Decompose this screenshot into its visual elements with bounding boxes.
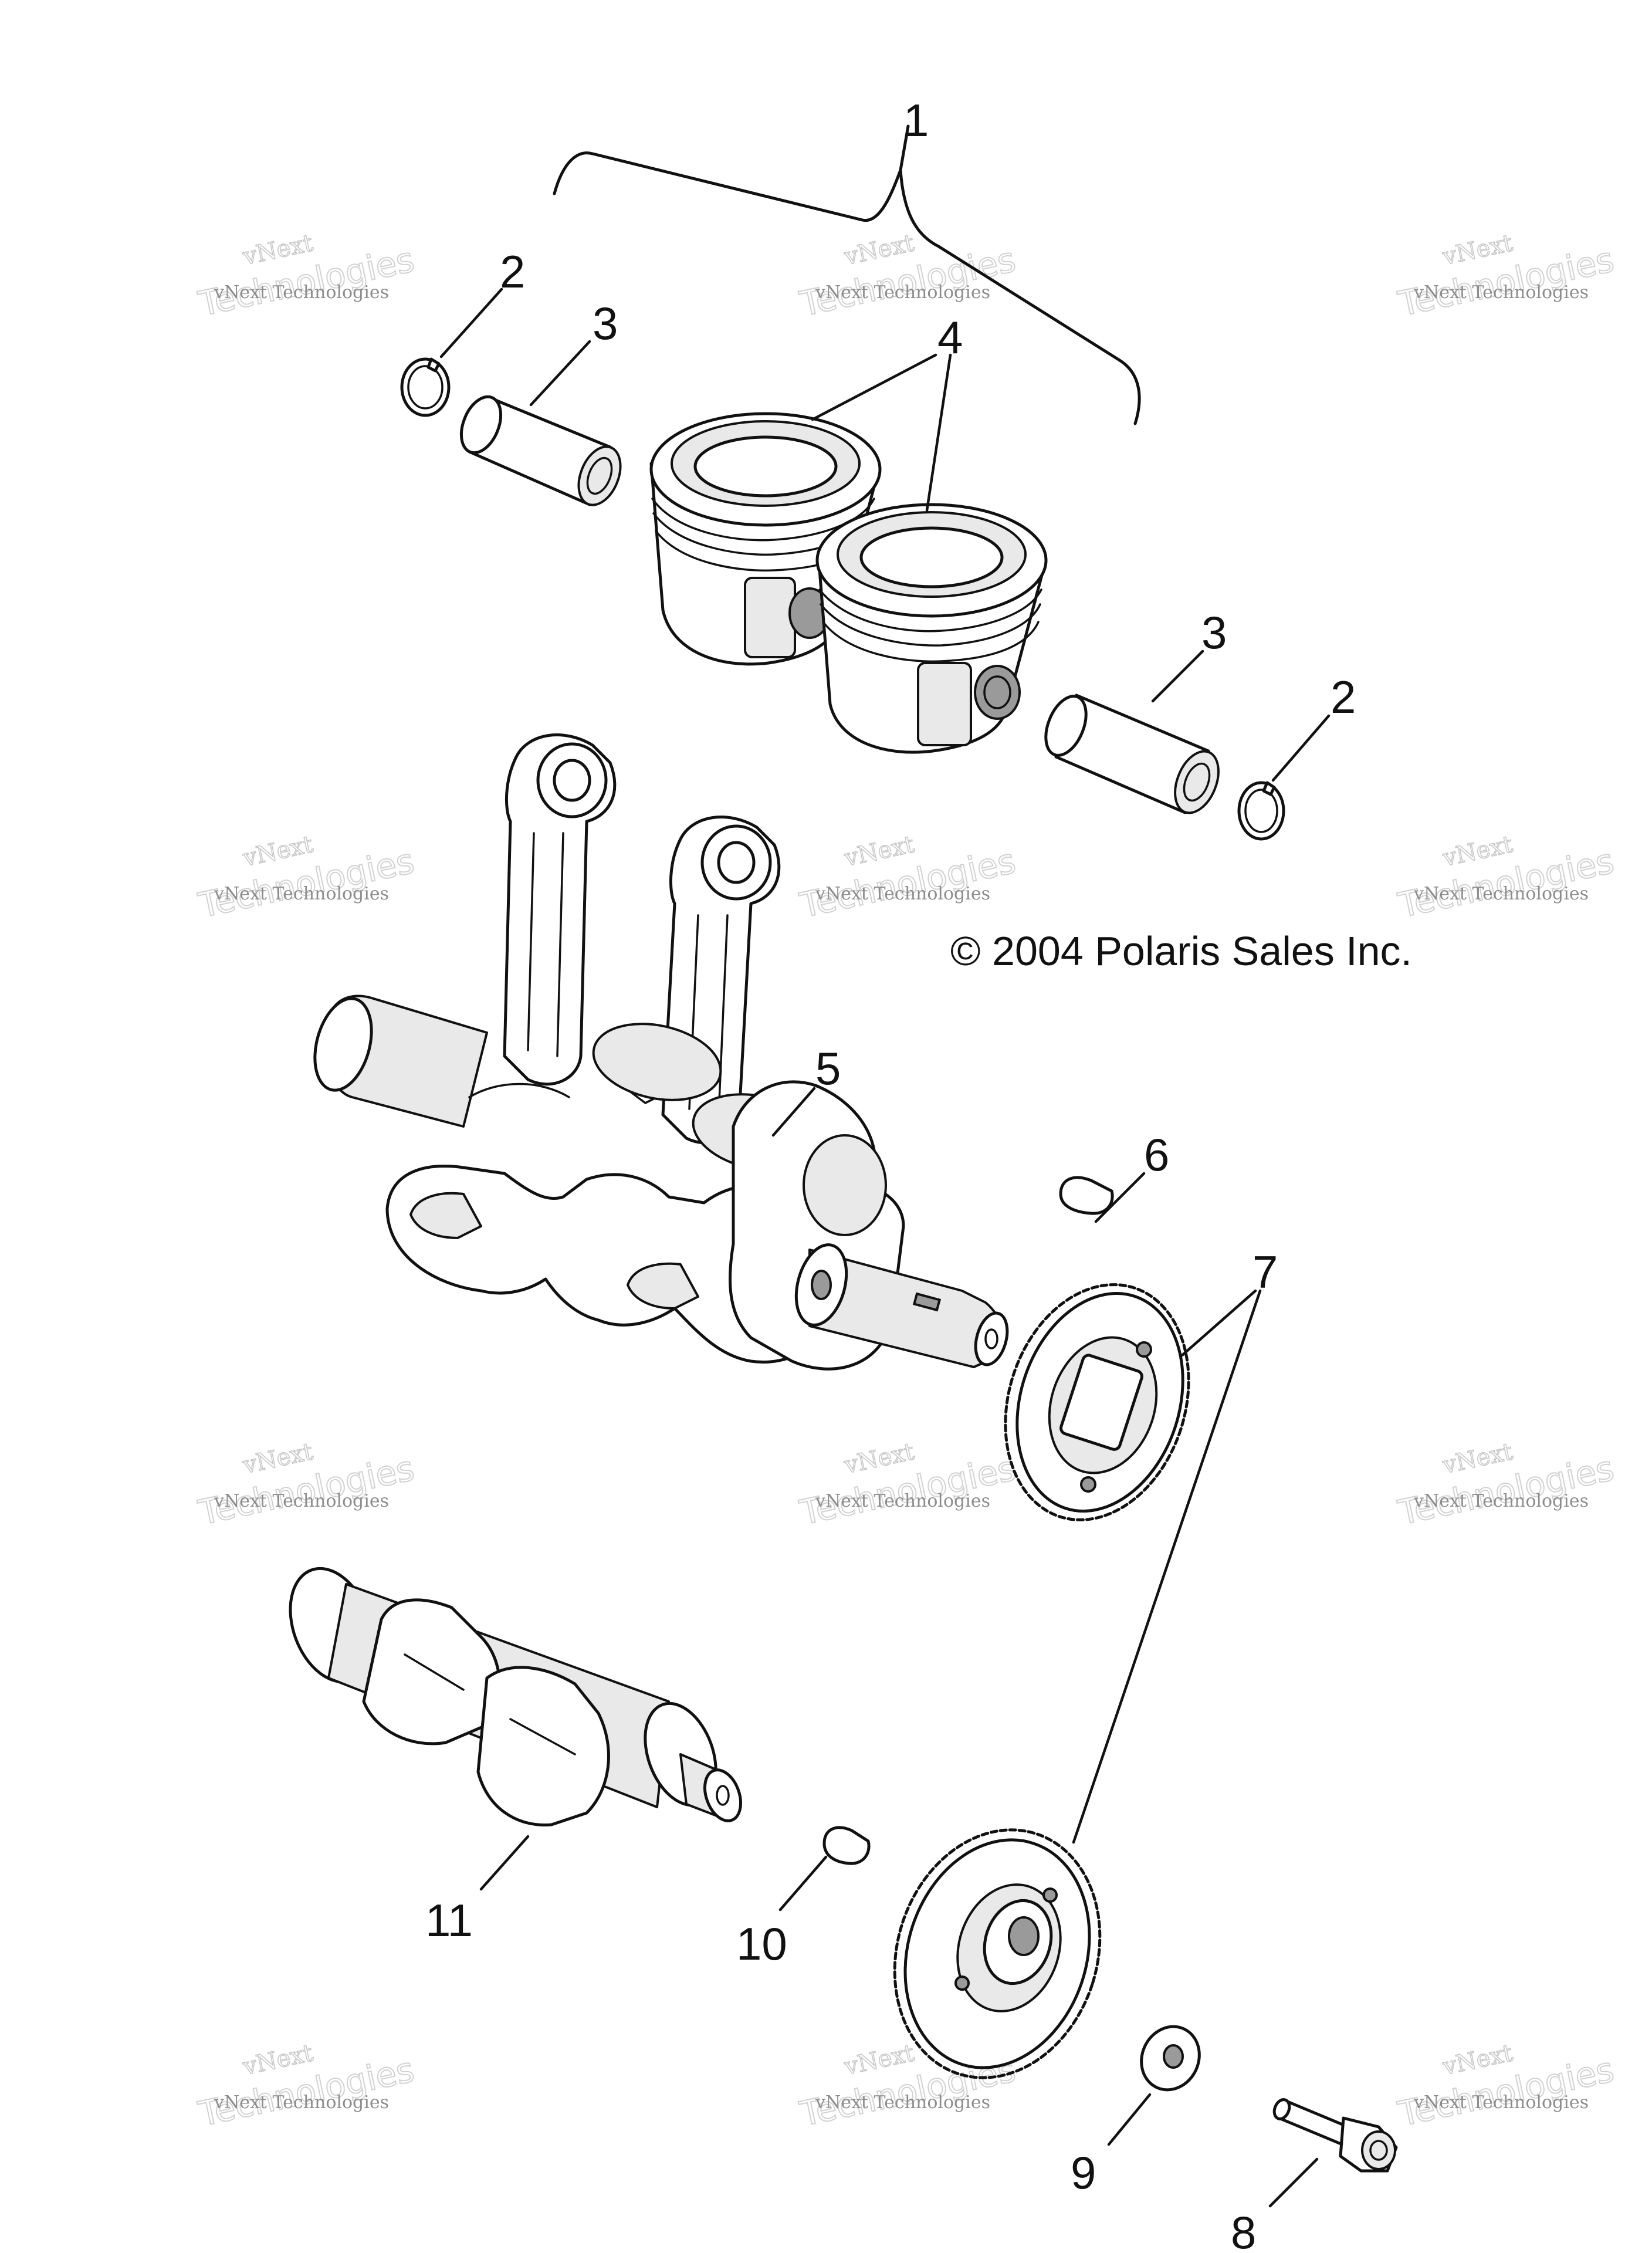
watermark-line3: vNext Technologies xyxy=(815,884,990,904)
callout-4: 4 xyxy=(937,312,963,363)
leader-6 xyxy=(1094,1172,1146,1223)
callout-5: 5 xyxy=(815,1043,841,1094)
watermark: vNext Technologies xyxy=(1394,2039,1618,2134)
woodruff-key-upper xyxy=(1059,1176,1114,1215)
leader-7b xyxy=(1072,1289,1262,1844)
leader-lines xyxy=(439,287,1331,2208)
watermark-line3: vNext Technologies xyxy=(815,282,990,303)
leader-4b xyxy=(925,353,952,512)
leader-11 xyxy=(479,1835,530,1891)
callout-labels: 1 2 3 4 3 2 5 6 7 11 10 9 8 xyxy=(425,94,1356,2253)
leader-7a xyxy=(1180,1289,1257,1357)
watermark-line3: vNext Technologies xyxy=(214,1491,389,1511)
watermark-line3: vNext Technologies xyxy=(1413,1491,1589,1511)
watermark-line3: vNext Technologies xyxy=(1413,884,1589,904)
watermark: vNext Technologies xyxy=(795,1437,1020,1533)
flange-bolt xyxy=(1272,2098,1398,2173)
piston-pin-right xyxy=(1044,694,1220,814)
callout-3-right: 3 xyxy=(1201,607,1227,658)
balance-shaft xyxy=(289,1567,742,1826)
watermark-line3: vNext Technologies xyxy=(815,1491,990,1511)
callout-3-left: 3 xyxy=(593,297,618,349)
callout-2-left: 2 xyxy=(500,246,525,297)
callout-8: 8 xyxy=(1231,2207,1256,2253)
watermark-grid: vNext Technologies vNext Technologies vN… xyxy=(194,229,1618,2134)
watermark-line3: vNext Technologies xyxy=(815,2092,990,2113)
balance-gear-lower xyxy=(893,1828,1102,2079)
leader-2a xyxy=(439,287,503,358)
woodruff-key-lower xyxy=(822,1826,871,1865)
callout-1: 1 xyxy=(903,94,929,146)
crankshaft-assembly xyxy=(313,733,1009,1371)
leader-9 xyxy=(1107,2093,1152,2146)
leader-3a xyxy=(529,340,591,407)
watermark: vNext Technologies xyxy=(1394,229,1618,324)
leader-4a xyxy=(811,353,937,421)
watermark: vNext Technologies xyxy=(795,830,1020,926)
watermark-line3: vNext Technologies xyxy=(214,2092,389,2113)
piston-back xyxy=(649,412,882,666)
watermark-line3: vNext Technologies xyxy=(1413,282,1589,303)
leader-5 xyxy=(771,1087,816,1137)
callout-7: 7 xyxy=(1252,1246,1278,1298)
watermark: vNext Technologies xyxy=(194,229,418,324)
watermark-line3: vNext Technologies xyxy=(214,282,389,303)
watermark: vNext Technologies xyxy=(194,830,418,926)
callout-9: 9 xyxy=(1071,2147,1096,2198)
watermark: vNext Technologies xyxy=(194,1437,418,1533)
leader-10 xyxy=(778,1855,828,1912)
callout-2-right: 2 xyxy=(1331,671,1356,723)
snap-ring-left xyxy=(400,357,451,417)
piston-pin-left xyxy=(459,395,622,506)
kit-bracket xyxy=(553,124,1141,425)
watermark-line3: vNext Technologies xyxy=(1413,2092,1589,2113)
watermark: vNext Technologies xyxy=(795,229,1020,324)
watermark: vNext Technologies xyxy=(194,2039,418,2134)
watermark: vNext Technologies xyxy=(1394,830,1618,926)
leader-8 xyxy=(1268,2157,1319,2208)
callout-6: 6 xyxy=(1144,1129,1169,1180)
callout-10: 10 xyxy=(736,1918,787,1970)
watermark: vNext Technologies xyxy=(1394,1437,1618,1533)
drive-gear-upper xyxy=(1004,1283,1190,1521)
leader-2b xyxy=(1271,714,1331,782)
snap-ring-right xyxy=(1237,781,1285,841)
watermark-line3: vNext Technologies xyxy=(214,884,389,904)
callout-11: 11 xyxy=(425,1895,473,1946)
washer xyxy=(1140,2025,1201,2092)
copyright-notice: © 2004 Polaris Sales Inc. xyxy=(950,928,1412,974)
piston-front xyxy=(815,503,1048,754)
leader-3b xyxy=(1151,649,1204,703)
